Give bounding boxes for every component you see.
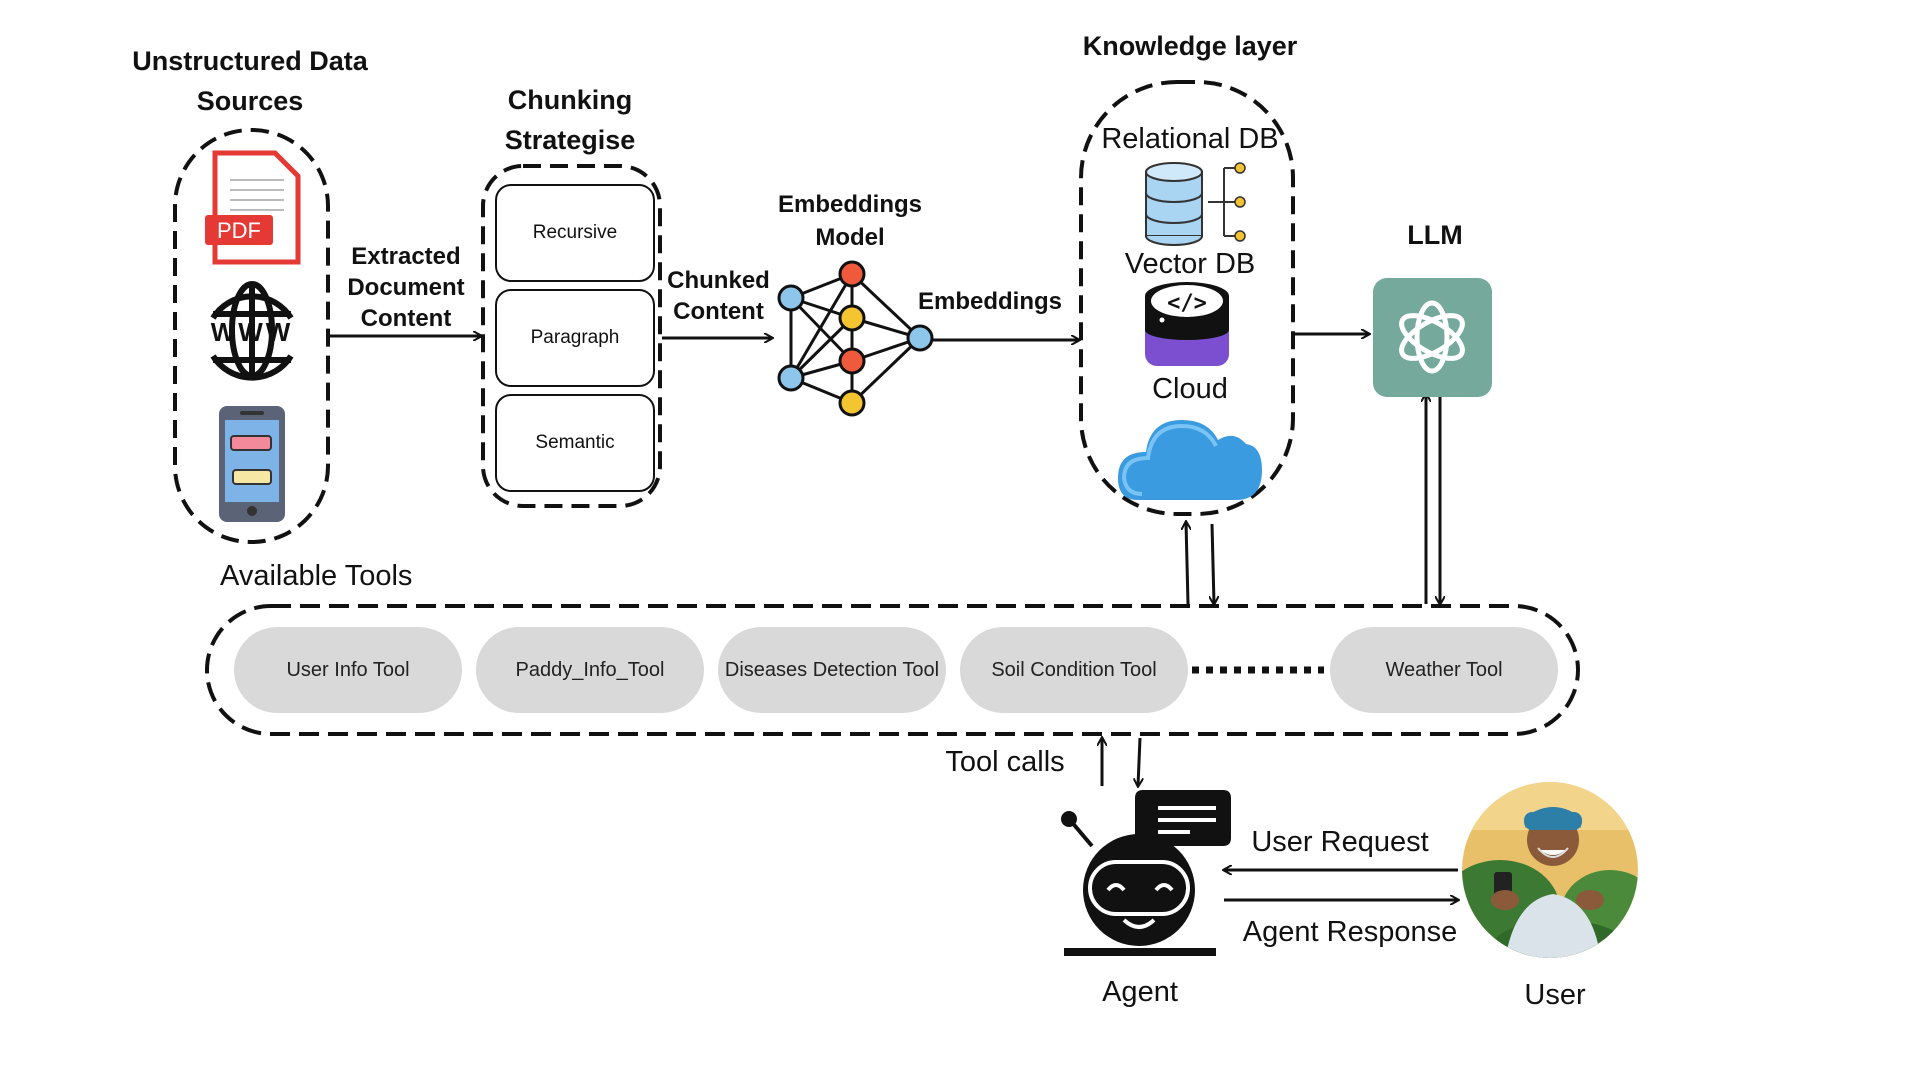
- tool-label: Diseases Detection Tool: [724, 658, 940, 681]
- tool-soil-condition: Soil Condition Tool: [960, 627, 1188, 713]
- tools-frame: [205, 604, 1580, 736]
- arrow-tools-to-knowledge: [1186, 522, 1188, 605]
- sources-title: Unstructured Data Sources: [100, 41, 400, 121]
- knowledge-layer-title: Knowledge layer: [1082, 31, 1298, 61]
- chunking-title-line1: Chunking: [507, 85, 633, 115]
- extracted-content-label: Extracted Document Content: [335, 241, 477, 334]
- chunking-title: Chunking Strategise: [470, 80, 670, 160]
- embeddings-model-line1: Embeddings: [777, 191, 922, 218]
- embeddings-model-title: Embeddings Model: [760, 188, 940, 254]
- chunking-frame: [481, 164, 662, 508]
- tool-label: Paddy_Info_Tool: [515, 658, 665, 681]
- extracted-line1: Extracted: [351, 243, 461, 270]
- database-icon: [1145, 162, 1246, 246]
- available-tools-title: Available Tools: [220, 560, 413, 592]
- chunk-strategy-label: Semantic: [535, 432, 615, 453]
- user-label: User: [1524, 979, 1586, 1011]
- www-label: WWW: [211, 317, 294, 347]
- chunk-strategy-label: Paragraph: [530, 327, 620, 348]
- agent-label: Agent: [1102, 976, 1178, 1008]
- llm-title: LLM: [1407, 220, 1463, 250]
- extracted-line3: Content: [360, 305, 452, 332]
- tool-weather: Weather Tool: [1330, 627, 1558, 713]
- farmer-photo-avatar: [1462, 782, 1638, 958]
- phone-chat-icon: [219, 406, 285, 522]
- vector-db-label: Vector DB: [1124, 248, 1256, 280]
- agent-response-label: Agent Response: [1242, 916, 1458, 948]
- chunk-strategy-label: Recursive: [532, 222, 618, 243]
- pdf-icon: PDF: [205, 150, 301, 265]
- neural-network-icon: [777, 260, 934, 417]
- tool-user-info: User Info Tool: [234, 627, 462, 713]
- embeddings-model-line2: Model: [815, 224, 885, 251]
- sources-frame: [173, 128, 330, 544]
- knowledge-frame: [1079, 80, 1295, 516]
- chunked-line1: Chunked: [667, 267, 770, 294]
- sources-title-line2: Sources: [196, 86, 304, 116]
- chunk-strategy-semantic: Semantic: [495, 394, 655, 492]
- chunking-title-line2: Strategise: [504, 125, 636, 155]
- tool-label: Weather Tool: [1385, 658, 1503, 681]
- chunked-line2: Content: [673, 298, 764, 325]
- user-request-label: User Request: [1251, 826, 1429, 858]
- chunked-content-label: Chunked Content: [661, 265, 776, 327]
- sources-title-line1: Unstructured Data: [132, 46, 368, 76]
- tool-diseases-detection: Diseases Detection Tool: [718, 627, 946, 713]
- arrow-tools-to-agent: [1138, 737, 1140, 786]
- tool-label: Soil Condition Tool: [991, 658, 1157, 681]
- extracted-line2: Document: [347, 274, 465, 301]
- embeddings-flow-label: Embeddings: [917, 288, 1062, 315]
- pdf-label: PDF: [217, 218, 261, 243]
- cloud-icon: [1118, 420, 1262, 500]
- vector-db-icon: </>: [1145, 282, 1229, 366]
- cloud-label: Cloud: [1152, 373, 1228, 405]
- relational-db-label: Relational DB: [1101, 123, 1279, 155]
- arrow-knowledge-to-tools: [1212, 523, 1214, 604]
- openai-logo-icon: [1373, 278, 1492, 397]
- tool-label: User Info Tool: [286, 658, 410, 681]
- tool-paddy-info: Paddy_Info_Tool: [476, 627, 704, 713]
- robot-agent-icon: [1061, 790, 1231, 956]
- globe-icon: WWW: [210, 281, 294, 381]
- svg-text:</>: </>: [1167, 291, 1207, 316]
- chunk-strategy-paragraph: Paragraph: [495, 289, 655, 387]
- tool-calls-label: Tool calls: [945, 746, 1065, 778]
- chunk-strategy-recursive: Recursive: [495, 184, 655, 282]
